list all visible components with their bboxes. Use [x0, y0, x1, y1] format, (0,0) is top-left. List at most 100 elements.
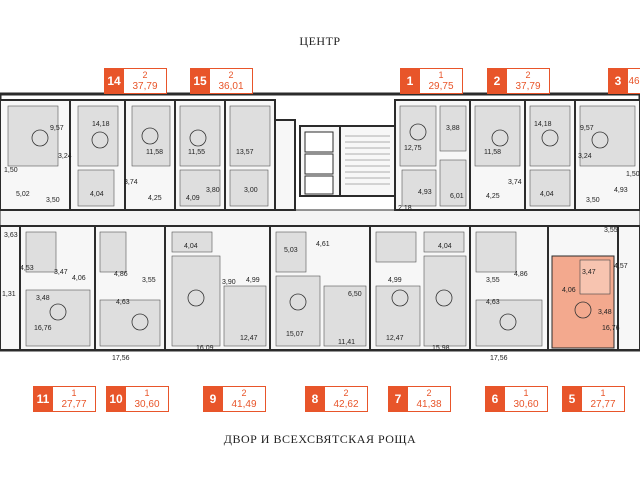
unit-rooms: 2 — [228, 70, 234, 80]
unit-area: 42,62 — [333, 399, 359, 410]
room-label: 2,18 — [398, 205, 412, 212]
unit-number: 1 — [400, 68, 420, 94]
unit-number: 6 — [485, 386, 505, 412]
unit-number: 7 — [388, 386, 408, 412]
room-label: 5,03 — [284, 247, 298, 254]
bottom-rooms — [25, 231, 543, 347]
room-label: 17,56 — [112, 355, 130, 362]
room-label: 12,47 — [240, 335, 258, 342]
room-label: 3,55 — [604, 227, 618, 234]
unit-rooms: 2 — [142, 70, 148, 80]
unit-number: 8 — [305, 386, 325, 412]
room-label: 3,47 — [54, 269, 68, 276]
room-label: 6,50 — [348, 291, 362, 298]
room-label: 16,09 — [196, 345, 214, 352]
furniture — [31, 123, 609, 331]
room-label: 4,63 — [486, 299, 500, 306]
room-label: 1,50 — [4, 167, 18, 174]
room-label: 4,61 — [316, 241, 330, 248]
unit-rooms: 1 — [600, 388, 606, 398]
room-label: 16,76 — [602, 325, 620, 332]
unit-area: 37,79 — [132, 81, 158, 92]
unit-rooms: 2 — [343, 388, 349, 398]
unit-area: 30,60 — [513, 399, 539, 410]
room-label: 4,04 — [438, 243, 452, 250]
room-label: 11,58 — [484, 149, 501, 156]
room-label: 3,24 — [58, 153, 72, 160]
room-label: 9,57 — [580, 125, 594, 132]
room-label: 4,06 — [562, 287, 576, 294]
room-label: 11,58 — [146, 149, 163, 156]
unit-rooms: 2 — [241, 388, 247, 398]
unit-area: 36,01 — [218, 81, 244, 92]
unit-area: 29,75 — [428, 81, 454, 92]
unit-rooms: 2 — [525, 70, 531, 80]
unit-area: 37,79 — [515, 81, 541, 92]
unit-number: 15 — [190, 68, 210, 94]
room-label: 15,07 — [286, 331, 304, 338]
unit-rooms: 1 — [523, 388, 529, 398]
room-label: 14,18 — [92, 121, 110, 128]
room-label: 12,75 — [404, 145, 422, 152]
room-label: 4,06 — [72, 275, 86, 282]
unit-rooms: 1 — [438, 70, 444, 80]
unit-area: 30,60 — [134, 399, 160, 410]
top-rooms — [7, 105, 636, 207]
page-title: ЦЕНТР — [299, 34, 341, 48]
room-label: 3,74 — [508, 179, 522, 186]
room-label: 4,86 — [114, 271, 128, 278]
unit-number: 14 — [104, 68, 124, 94]
room-label: 3,48 — [36, 295, 50, 302]
unit-rooms: 2 — [426, 388, 432, 398]
unit-number: 11 — [33, 386, 53, 412]
room-label: 9,57 — [50, 125, 64, 132]
room-label: 3,48 — [598, 309, 612, 316]
room-label: 4,04 — [90, 191, 104, 198]
room-label: 4,99 — [246, 277, 260, 284]
room-label: 3,50 — [46, 197, 60, 204]
room-label: 3,80 — [206, 187, 220, 194]
room-label: 4,93 — [614, 187, 628, 194]
room-label: 16,76 — [34, 325, 52, 332]
top-room-labels: 9,57 14,18 11,58 11,55 13,57 12,75 3,88 … — [4, 121, 640, 212]
room-label: 13,57 — [236, 149, 254, 156]
room-label: 11,41 — [338, 339, 355, 346]
room-label: 4,93 — [418, 189, 432, 196]
unit-area: 27,77 — [61, 399, 87, 410]
room-label: 3,50 — [586, 197, 600, 204]
unit-area: 27,77 — [590, 399, 616, 410]
room-label: 4,57 — [614, 263, 628, 270]
room-label: 4,53 — [20, 265, 34, 272]
unit-number: 10 — [106, 386, 126, 412]
room-label: 4,09 — [186, 195, 200, 202]
room-label: 17,56 — [490, 355, 508, 362]
floor-plan: 9,57 14,18 11,58 11,55 13,57 12,75 3,88 … — [0, 92, 640, 362]
unit-rooms: 1 — [144, 388, 150, 398]
room-label: 1,50 — [626, 171, 640, 178]
room-label: 4,63 — [116, 299, 130, 306]
unit-badge-3[interactable]: 3 46 — [608, 68, 640, 94]
room-label: 6,01 — [450, 193, 464, 200]
room-label: 1,31 — [2, 291, 16, 298]
bottom-room-labels: 3,63 4,53 3,47 4,06 3,48 16,76 4,86 3,55… — [2, 227, 628, 362]
page-footer-title: ДВОР И ВСЕХСВЯТСКАЯ РОЩА — [223, 432, 417, 446]
room-label: 4,04 — [184, 243, 198, 250]
room-label: 3,74 — [124, 179, 138, 186]
unit-number: 9 — [203, 386, 223, 412]
room-label: 3,55 — [486, 277, 500, 284]
room-label: 3,00 — [244, 187, 258, 194]
room-label: 4,86 — [514, 271, 528, 278]
room-label: 4,25 — [486, 193, 500, 200]
room-label: 4,99 — [388, 277, 402, 284]
